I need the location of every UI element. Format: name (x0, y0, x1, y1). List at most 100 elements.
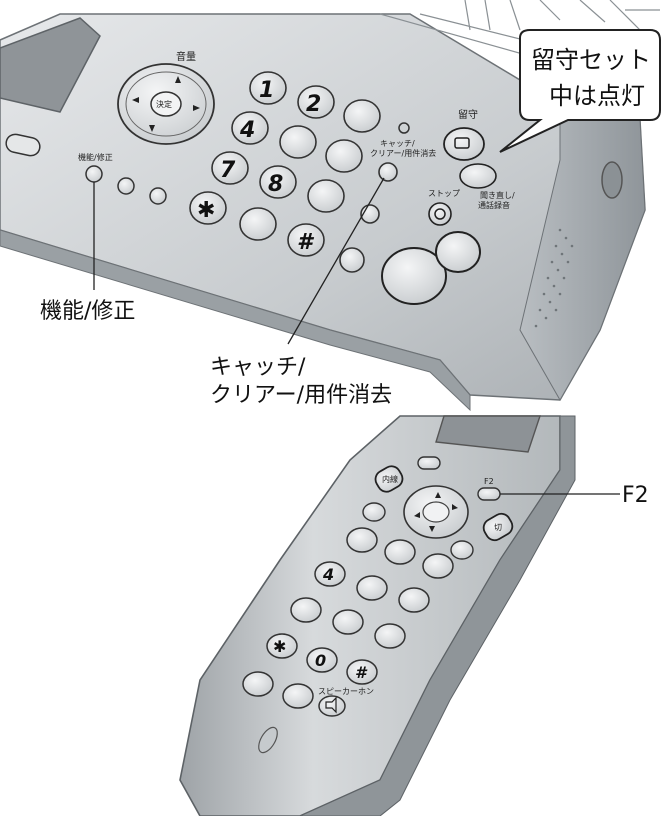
handset-keypad (242, 527, 454, 709)
handset-key-5[interactable] (356, 575, 388, 601)
handset-key-9[interactable] (374, 623, 406, 649)
handset-key-side-l1[interactable] (362, 502, 386, 522)
key-7[interactable] (211, 151, 249, 185)
playback-button[interactable] (459, 163, 497, 189)
key-8[interactable] (259, 165, 297, 199)
key-4[interactable] (231, 111, 269, 145)
volume-nav-dial[interactable]: 音量 決定 (117, 50, 215, 145)
key-9[interactable] (307, 179, 345, 213)
microphone-slot (258, 726, 278, 754)
handset-key-star[interactable] (266, 633, 298, 659)
handset-key-extra-1[interactable] (242, 671, 274, 697)
handset-nav-right-icon (452, 504, 458, 510)
playback-label-1: 聞き直し/ (480, 190, 515, 200)
key-star-glyph: ✱ (197, 198, 215, 223)
handset-off-button[interactable] (480, 510, 515, 543)
function-fix-key-label: 機能/修正 (78, 152, 113, 162)
key-1-glyph: 1 (259, 78, 274, 103)
rusu-label: 留守 (458, 108, 478, 121)
bubble-shape (499, 29, 661, 153)
speaker-label: スピーカーホン (318, 687, 374, 696)
bubble-line-2: 中は点灯 (549, 82, 645, 110)
handset-key-8[interactable] (332, 609, 364, 635)
volume-label: 音量 (176, 50, 196, 63)
handset-nav-down-icon (429, 526, 435, 532)
nav-right-arrow-icon (193, 105, 200, 111)
base-front-edge (0, 229, 471, 412)
handset-key-3[interactable] (422, 553, 454, 579)
function-fix-button[interactable] (85, 165, 103, 183)
base-key-glyphs: 1 2 4 7 8 ✱ # (197, 78, 321, 255)
side-button[interactable] (601, 161, 623, 199)
catch-clear-button[interactable] (378, 162, 398, 182)
handset-key-4[interactable] (314, 561, 346, 587)
bubble-line-1: 留守セット (531, 46, 651, 74)
key-hash-glyph: # (297, 230, 315, 255)
key-7-glyph: 7 (220, 158, 236, 183)
handset-key-4-glyph: 4 (322, 565, 334, 584)
small-button-1[interactable] (117, 177, 135, 195)
speaker-icon (325, 696, 337, 714)
key-3[interactable] (343, 99, 381, 133)
handset-small-top-button[interactable] (417, 456, 441, 470)
base-unit: 機能/修正 音量 決定 (0, 0, 660, 412)
handset-nav-left-icon (414, 512, 420, 518)
handset-f2-key-label: F2 (484, 477, 494, 486)
handset-key-extra-2[interactable] (282, 683, 314, 709)
base-keypad (189, 71, 381, 257)
handset-edge (299, 415, 576, 816)
handset-nav-up-icon (435, 492, 441, 498)
handset-display (435, 415, 541, 453)
catch-clear-label-1: キャッチ/ (380, 139, 415, 148)
key-6[interactable] (325, 139, 363, 173)
start-button-small[interactable] (435, 231, 481, 273)
rusu-button[interactable] (443, 127, 485, 161)
handset-nav-center[interactable] (422, 501, 450, 523)
lcd-display (0, 17, 101, 113)
key-2-glyph: 2 (306, 92, 321, 117)
handset-f2-button[interactable] (477, 487, 501, 501)
key-2[interactable] (297, 85, 335, 119)
stop-button[interactable] (428, 202, 452, 226)
key-5[interactable] (279, 125, 317, 159)
handset-body (179, 415, 561, 816)
key-hash[interactable] (287, 223, 325, 257)
handset-key-star-glyph: ✱ (273, 637, 286, 656)
key-4-glyph: 4 (239, 118, 255, 143)
start-button-large[interactable] (381, 247, 447, 305)
callout-catch-line-1: キャッチ/ (210, 355, 306, 380)
stop-icon (434, 208, 446, 220)
handset-key-1[interactable] (346, 527, 378, 553)
handset-key-hash[interactable] (346, 659, 378, 685)
small-key-b[interactable] (339, 247, 365, 273)
handset: 内線 F2 切 (179, 415, 576, 816)
callout-function-fix: 機能/修正 (40, 299, 135, 324)
handset-off-label: 切 (494, 523, 502, 532)
handset-key-side-r1[interactable] (450, 540, 474, 560)
handset-key-7[interactable] (290, 597, 322, 623)
handset-key-2[interactable] (384, 539, 416, 565)
small-button-2[interactable] (149, 187, 167, 205)
handset-key-0[interactable] (306, 647, 338, 673)
handset-key-6[interactable] (398, 587, 430, 613)
left-slot-button[interactable] (5, 133, 42, 158)
key-1[interactable] (249, 71, 287, 105)
speaker-button[interactable] (318, 695, 346, 717)
handset-key-glyphs: 4 ✱ 0 # (273, 565, 368, 682)
callout-lines (93, 177, 620, 495)
key-star[interactable] (189, 191, 227, 225)
rusu-icon (454, 137, 470, 149)
callout-f2: F2 (622, 483, 649, 508)
decide-button[interactable] (150, 91, 182, 117)
rusu-set-bubble: 留守セット 中は点灯 (499, 29, 661, 153)
naisen-label: 内線 (382, 474, 398, 484)
catch-clear-label-2: クリアー/用件消去 (370, 148, 436, 158)
stop-label: ストップ (428, 189, 460, 198)
decide-label: 決定 (156, 99, 172, 109)
nav-up-arrow-icon (175, 76, 181, 83)
key-0[interactable] (239, 207, 277, 241)
naisen-button[interactable] (372, 463, 406, 495)
playback-label-2: 通話録音 (478, 200, 510, 210)
catch-clear-led-icon (398, 122, 410, 134)
